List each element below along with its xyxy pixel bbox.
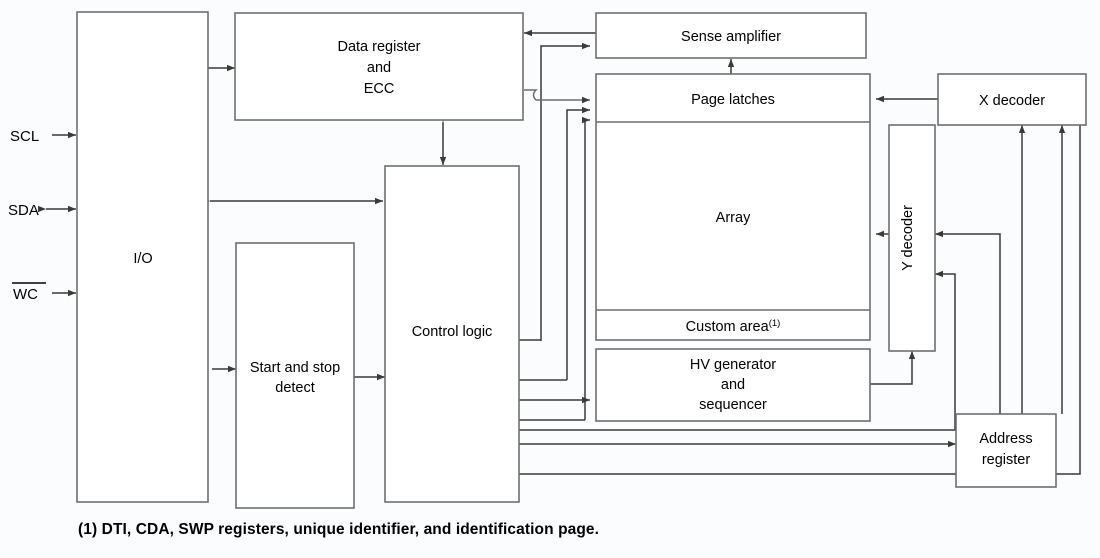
wire-data-register-to-page-latches <box>524 89 590 104</box>
block-address-register[interactable]: Address register <box>955 413 1057 488</box>
block-custom-area-label: Custom area <box>686 319 770 335</box>
figure-caption: (1) DTI, CDA, SWP registers, unique iden… <box>78 521 600 538</box>
block-sense-amplifier[interactable]: Sense amplifier <box>595 12 867 59</box>
block-sense-amplifier-label: Sense amplifier <box>681 29 781 45</box>
block-start-stop-detect[interactable]: Start and stop detect <box>235 242 355 509</box>
signal-wc-text: WC <box>13 286 38 303</box>
svg-text:Custom area(1): Custom area(1) <box>686 318 781 335</box>
block-io-label: I/O <box>133 251 152 267</box>
wire-page-latches-to-sense-amplifier <box>540 42 590 341</box>
block-hv-generator[interactable]: HV generator and sequencer <box>595 348 871 422</box>
wire-address-register-to-y-decoder-a <box>935 230 1001 427</box>
block-control-logic[interactable]: Control logic <box>384 165 520 503</box>
signal-sda-text: SDA <box>8 202 39 219</box>
block-control-logic-label: Control logic <box>412 324 493 340</box>
block-page-latches-label: Page latches <box>691 92 775 108</box>
block-data-register[interactable]: Data register and ECC <box>234 12 524 121</box>
block-page-latches[interactable]: Page latches <box>691 92 775 108</box>
block-array-label: Array <box>716 210 751 226</box>
block-start-stop-label-line1: Start and stop <box>250 360 340 376</box>
wire-control-logic-to-page-latches-a <box>566 106 590 380</box>
block-address-register-label-line1: Address <box>979 431 1032 447</box>
block-array[interactable]: Array <box>595 73 871 341</box>
wire-control-logic-to-y-decoder <box>518 270 956 431</box>
block-x-decoder-label: X decoder <box>979 93 1045 109</box>
signal-label-wc: WC <box>12 282 46 303</box>
block-data-register-label-line1: Data register <box>337 39 420 55</box>
block-data-register-label-line2: and <box>367 60 391 76</box>
signal-scl-text: SCL <box>10 128 39 145</box>
block-data-register-label-line3: ECC <box>364 81 395 97</box>
wire-control-logic-to-page-latches-b <box>582 116 590 420</box>
block-start-stop-label-line2: detect <box>275 380 315 396</box>
signal-label-sda: SDA <box>8 202 39 219</box>
block-io[interactable]: I/O <box>76 11 209 503</box>
block-hv-generator-label-line3: sequencer <box>699 397 767 413</box>
block-hv-generator-label-line1: HV generator <box>690 357 776 373</box>
block-custom-area[interactable]: Custom area(1) <box>686 318 781 335</box>
block-x-decoder[interactable]: X decoder <box>937 73 1087 126</box>
wire-control-logic-bottom-bus <box>518 125 1081 475</box>
wire-hv-generator-to-y-decoder <box>870 351 916 385</box>
block-y-decoder[interactable]: Y decoder <box>888 124 936 352</box>
block-custom-area-superscript: (1) <box>769 318 781 329</box>
block-address-register-label-line2: register <box>982 452 1031 468</box>
block-y-decoder-label: Y decoder <box>900 205 916 271</box>
block-hv-generator-label-line2: and <box>721 377 745 393</box>
signal-label-scl: SCL <box>10 128 39 145</box>
